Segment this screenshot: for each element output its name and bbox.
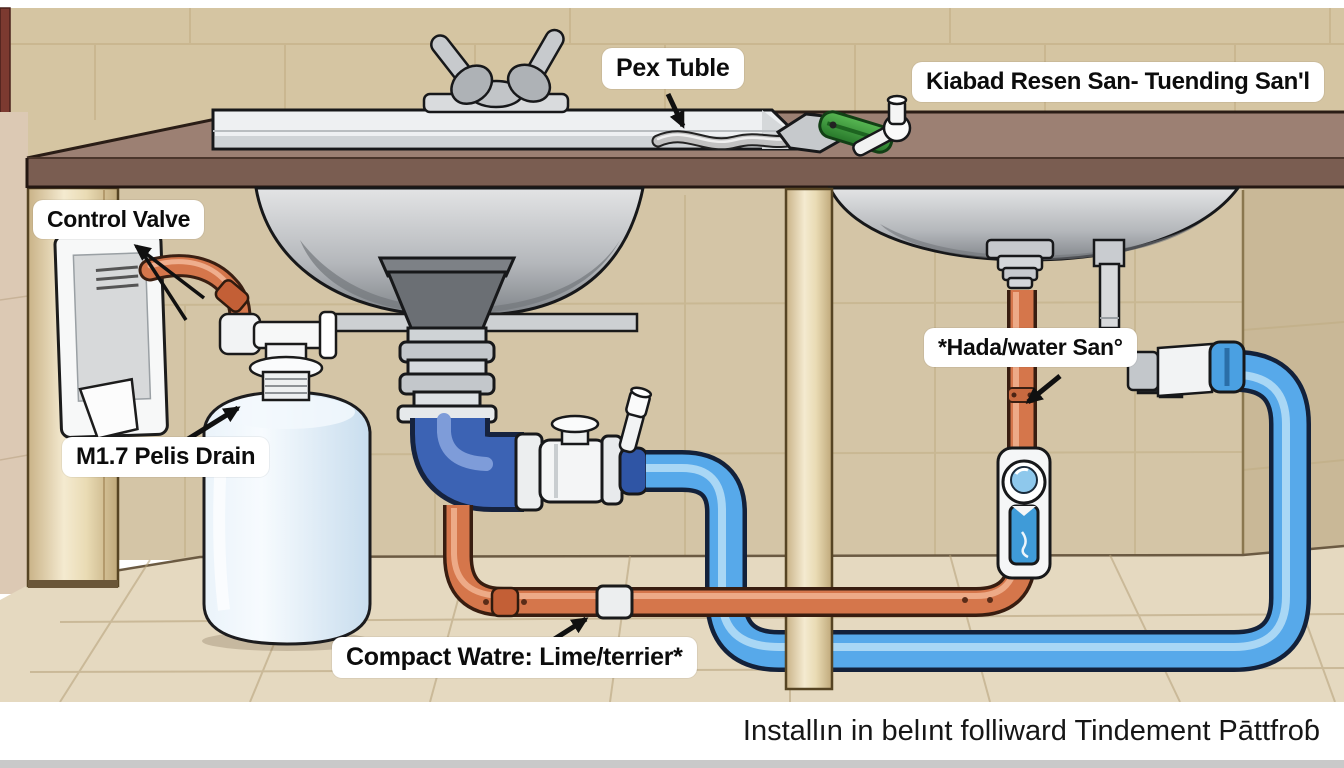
- faucet: [422, 28, 570, 114]
- callout-top-right-note: Kiabad Resen San- Tuending San'l: [912, 62, 1324, 102]
- manifold: [218, 310, 338, 360]
- hose-fitting: [1126, 340, 1246, 399]
- callout-pelis-drain: M1.7 Pelis Drain: [62, 437, 270, 477]
- p-trap: [410, 413, 524, 512]
- diagram-caption: Installın in belınt folliward Tindement …: [742, 715, 1320, 747]
- callout-control-valve: Control Valve: [33, 200, 205, 239]
- left-outer-wall: [0, 112, 29, 594]
- hot-pipe-from-valve: [138, 254, 252, 330]
- callout-compact-water: Compact Watre: Lime/terrier*: [332, 637, 697, 678]
- callout-water-san: *Hada/water San°: [924, 328, 1137, 367]
- callout-pex-tube: Pex Tuble: [602, 48, 744, 89]
- filter-tank: [202, 390, 372, 651]
- right-drain-stack: [985, 238, 1055, 290]
- trap-valve-body: [514, 414, 649, 512]
- loose-fitting: [852, 94, 912, 157]
- supply-hose: [646, 350, 1311, 672]
- inline-filter: [996, 446, 1052, 580]
- overflow-stub: [1092, 238, 1126, 330]
- caption-strip: [0, 702, 1344, 768]
- trap-air-valve: [618, 386, 653, 454]
- tank-neck: [248, 342, 324, 402]
- tile-floor: [0, 544, 1344, 703]
- control-panel: [53, 230, 169, 440]
